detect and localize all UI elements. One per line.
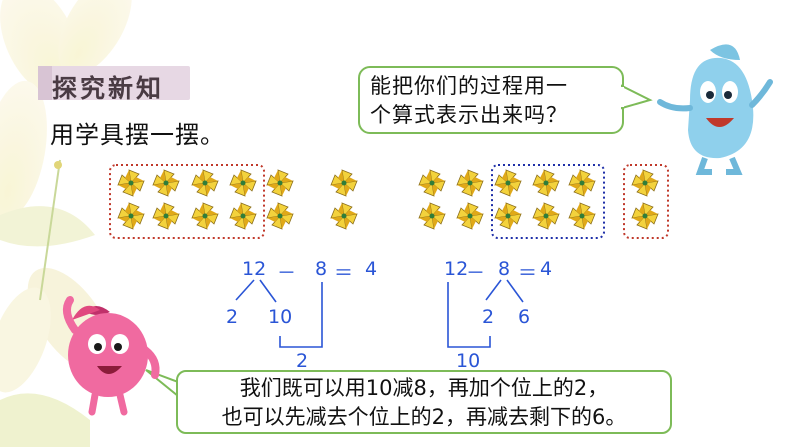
question-speech-bubble: 能把你们的过程用一 个算式表示出来吗？ <box>358 66 624 134</box>
method1-equals: ＝ <box>334 262 354 284</box>
pinwheel-icon <box>456 169 484 197</box>
pinwheel-icon <box>532 202 560 230</box>
group-frame-two-red <box>623 164 669 239</box>
pinwheel-icon <box>152 169 180 197</box>
method1-split-tens: 10 <box>268 306 293 328</box>
question-line-1: 能把你们的过程用一 <box>370 74 568 98</box>
method2-tens-part: 10 <box>456 350 481 372</box>
pinwheel-icon <box>631 169 659 197</box>
method1-subtrahend: 8 <box>315 258 328 280</box>
pinwheel-icon <box>418 202 446 230</box>
method1-remainder: 2 <box>296 350 309 372</box>
answer-line-2: 也可以先减去个位上的2，再减去剩下的6。 <box>221 405 627 429</box>
tag-accent <box>38 66 52 100</box>
pinwheel-icon <box>152 202 180 230</box>
blue-mascot <box>657 44 773 175</box>
pinwheel-icon <box>117 202 145 230</box>
group-frame-ten-red <box>109 164 265 239</box>
pinwheel-icon <box>456 202 484 230</box>
pinwheel-icon <box>229 202 257 230</box>
method2-result: 4 <box>540 258 553 280</box>
pinwheel-icon <box>191 169 219 197</box>
method2-equals: ＝ <box>518 262 538 284</box>
pinwheel-group-right <box>418 169 659 230</box>
pinwheel-icon <box>532 169 560 197</box>
method2-subtrahend: 8 <box>498 258 511 280</box>
question-bubble-tail <box>621 84 653 110</box>
pinwheel-icon <box>568 202 596 230</box>
pink-mascot <box>62 296 160 416</box>
pinwheel-icon <box>117 169 145 197</box>
answer-line-1: 我们既可以用10减8，再加个位上的2， <box>239 376 609 400</box>
pinwheel-icon <box>229 169 257 197</box>
pinwheel-icon <box>494 169 522 197</box>
method2-minus: － <box>466 262 486 284</box>
answer-speech-bubble: 我们既可以用10减8，再加个位上的2， 也可以先减去个位上的2，再减去剩下的6。 <box>176 370 672 434</box>
section-title: 探究新知 <box>52 74 165 103</box>
pinwheel-group-left <box>117 169 358 230</box>
pinwheel-icon <box>191 202 219 230</box>
pinwheel-icon <box>568 169 596 197</box>
method1-result: 4 <box>365 258 378 280</box>
method2-split-second: 6 <box>518 306 531 328</box>
pinwheel-icon <box>494 202 522 230</box>
method2-split-first: 2 <box>482 306 495 328</box>
section-title-tag: 探究新知 <box>38 66 190 103</box>
method1-split-ones: 2 <box>226 306 239 328</box>
question-line-2: 个算式表示出来吗？ <box>370 103 568 127</box>
group-frame-six-blue <box>491 164 605 239</box>
method1-minus: － <box>277 262 297 284</box>
method1-split-lines <box>235 279 323 348</box>
answer-bubble-tail <box>145 369 179 399</box>
pinwheel-icon <box>330 169 358 197</box>
method2-minuend: 12 <box>444 258 469 280</box>
method2-split-lines <box>447 279 524 348</box>
pinwheel-icon <box>418 169 446 197</box>
pinwheel-icon <box>266 169 294 197</box>
pinwheel-icon <box>266 202 294 230</box>
pinwheel-icon <box>330 202 358 230</box>
method1-minuend: 12 <box>242 258 267 280</box>
instruction-text: 用学具摆一摆。 <box>50 121 225 149</box>
pinwheel-icon <box>631 202 659 230</box>
